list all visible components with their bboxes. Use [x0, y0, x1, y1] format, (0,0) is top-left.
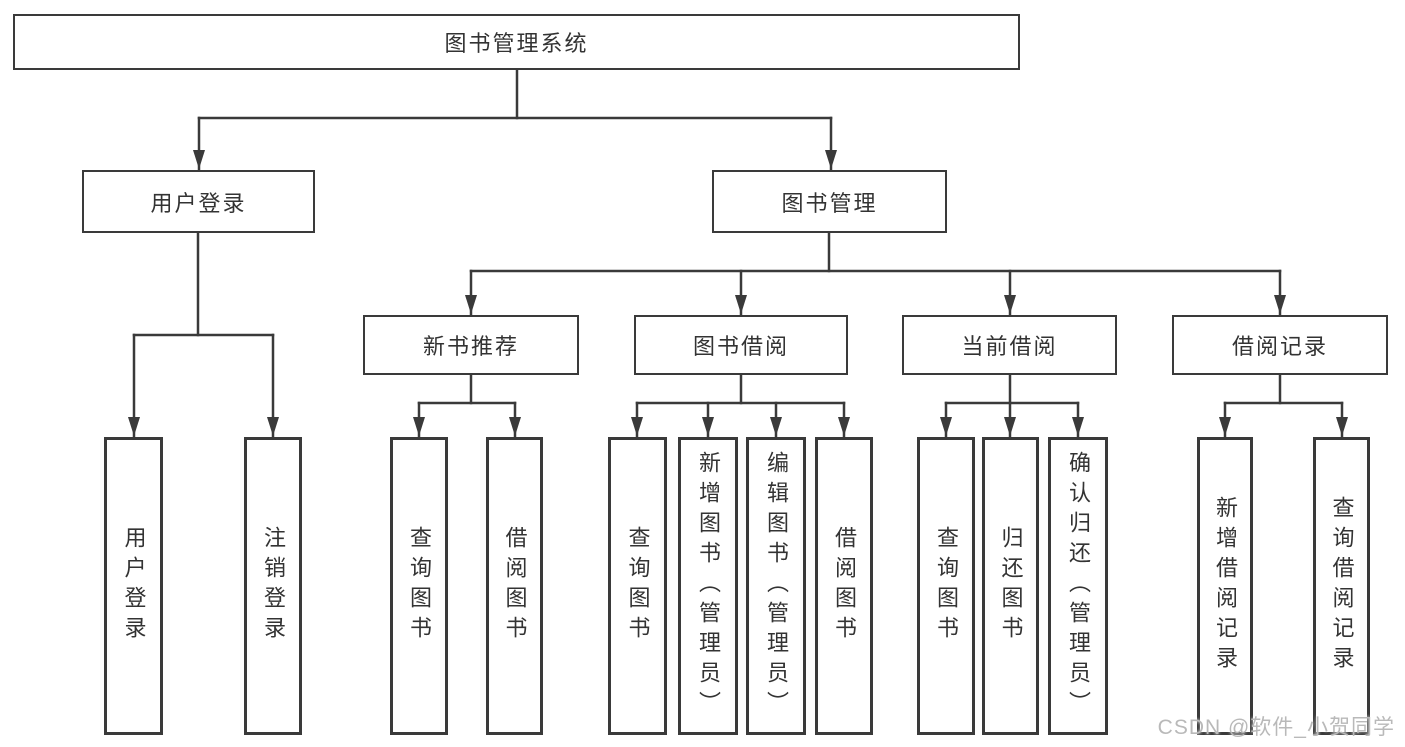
leaf-borrow-books-label: 借阅图书: [832, 526, 857, 646]
leaf-return-books-label: 归还图书: [998, 526, 1024, 646]
node-book-borrow-label: 图书借阅: [692, 334, 789, 359]
leaf-add-books-admin-label: 新增图书（管理员）: [696, 451, 721, 721]
leaf-query-borrow-record: 查询借阅记录: [1313, 437, 1370, 735]
watermark: CSDN @软件_小贺同学: [1157, 716, 1395, 739]
leaf-query-borrow-record-label: 查询借阅记录: [1329, 496, 1355, 676]
node-book-borrow: 图书借阅: [634, 315, 848, 375]
leaf-query-books-recommend-label: 查询图书: [407, 526, 432, 646]
leaf-confirm-return-admin: 确认归还（管理员）: [1048, 437, 1108, 735]
leaf-query-books-recommend: 查询图书: [390, 437, 448, 735]
leaf-borrow-books: 借阅图书: [815, 437, 873, 735]
leaf-borrow-books-recommend-label: 借阅图书: [502, 526, 528, 646]
leaf-add-borrow-record-label: 新增借阅记录: [1213, 496, 1238, 676]
node-library-system-label: 图书管理系统: [444, 31, 589, 56]
leaf-borrow-books-recommend: 借阅图书: [486, 437, 543, 735]
leaf-add-books-admin: 新增图书（管理员）: [678, 437, 738, 735]
leaf-add-borrow-record: 新增借阅记录: [1197, 437, 1253, 735]
node-current-borrow: 当前借阅: [902, 315, 1117, 375]
leaf-query-books-borrow-label: 查询图书: [625, 526, 651, 646]
node-user-login-label: 用户登录: [150, 190, 247, 216]
leaf-edit-books-admin-label: 编辑图书（管理员）: [764, 451, 789, 721]
node-current-borrow-label: 当前借阅: [961, 334, 1058, 359]
leaf-logout: 注销登录: [244, 437, 302, 735]
leaf-logout-label: 注销登录: [261, 526, 286, 646]
leaf-return-books: 归还图书: [982, 437, 1039, 735]
leaf-user-login-label: 用户登录: [121, 526, 147, 646]
leaf-user-login: 用户登录: [104, 437, 163, 735]
node-borrow-records-label: 借阅记录: [1231, 334, 1328, 359]
node-user-login: 用户登录: [82, 170, 315, 233]
node-book-management-label: 图书管理: [781, 190, 878, 216]
node-new-book-recommend: 新书推荐: [363, 315, 579, 375]
leaf-query-books-current: 查询图书: [917, 437, 975, 735]
leaf-confirm-return-admin-label: 确认归还（管理员）: [1066, 451, 1091, 721]
node-new-book-recommend-label: 新书推荐: [422, 334, 519, 359]
leaf-edit-books-admin: 编辑图书（管理员）: [746, 437, 806, 735]
leaf-query-books-current-label: 查询图书: [934, 526, 959, 646]
node-library-system: 图书管理系统: [13, 14, 1020, 70]
leaf-query-books-borrow: 查询图书: [608, 437, 667, 735]
node-borrow-records: 借阅记录: [1172, 315, 1388, 375]
node-book-management: 图书管理: [712, 170, 947, 233]
